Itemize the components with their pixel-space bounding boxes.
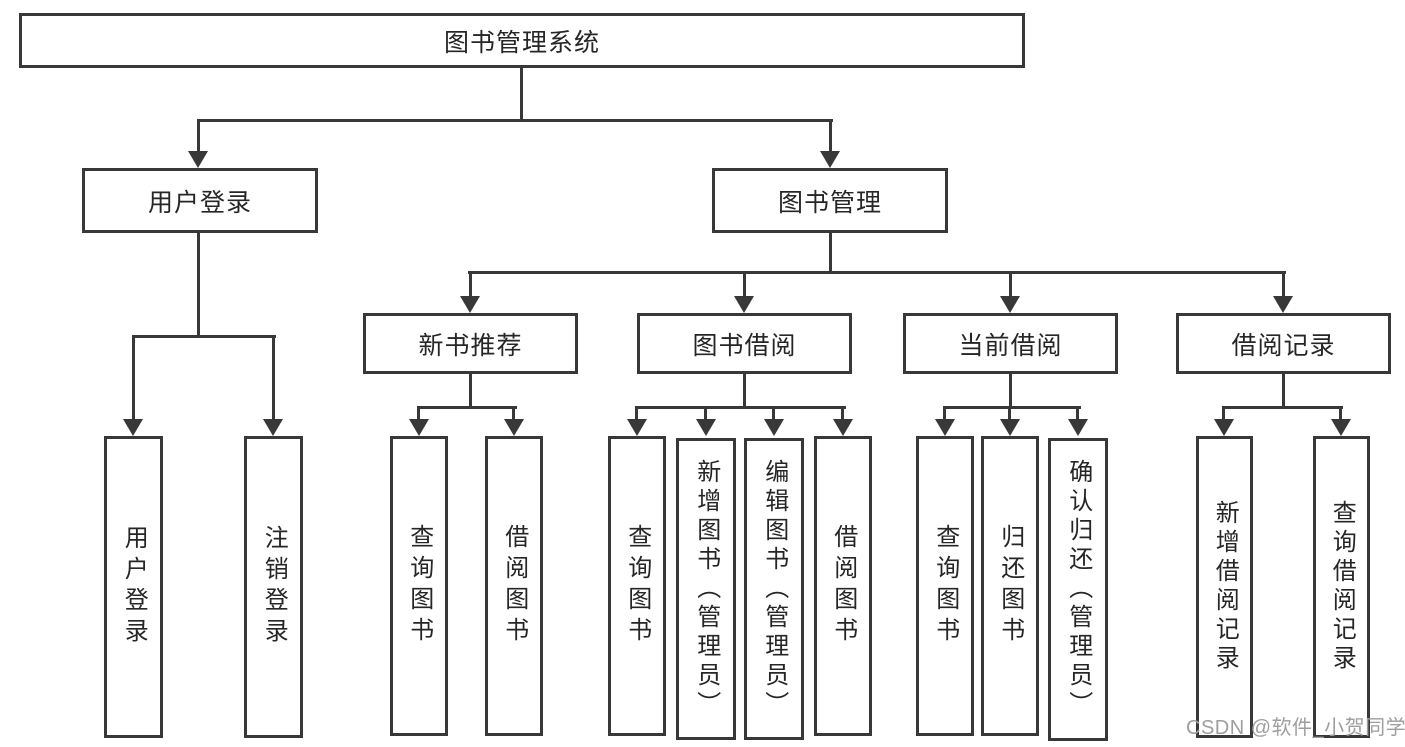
connector-line (1282, 271, 1285, 298)
connector-line (1076, 406, 1079, 422)
node-label: 用户登录 (147, 188, 252, 217)
connector-line (704, 406, 707, 422)
node-label: 确认归还（管理员） (1064, 459, 1092, 720)
connector-line (829, 233, 832, 273)
connector-line (1339, 406, 1342, 422)
connector-line (841, 406, 844, 422)
node-label: 新增图书（管理员） (692, 458, 720, 720)
node-user-login: 用户登录 (82, 168, 318, 233)
node-new-book-recommendation: 新书推荐 (363, 313, 578, 374)
node-label: 借阅记录 (1231, 331, 1336, 360)
arrow-down-icon (627, 419, 647, 436)
arrow-down-icon (764, 419, 784, 436)
node-label: 当前借阅 (958, 331, 1063, 360)
leaf-query-books-borrowing: 查询图书 (608, 436, 666, 736)
arrow-down-icon (188, 151, 208, 168)
node-label: 借阅图书 (500, 524, 528, 648)
connector-line (829, 119, 832, 153)
leaf-add-borrow-record: 新增借阅记录 (1196, 436, 1253, 738)
arrow-down-icon (409, 419, 429, 436)
leaf-borrow-books-borrowing: 借阅图书 (814, 436, 872, 736)
connector-line (132, 335, 276, 338)
node-label: 查询借阅记录 (1328, 500, 1356, 674)
node-label: 注销登录 (260, 525, 288, 649)
node-label: 图书借阅 (692, 331, 797, 360)
leaf-query-books-recommend: 查询图书 (390, 436, 448, 736)
node-label: 查询图书 (931, 524, 959, 648)
arrow-down-icon (833, 419, 853, 436)
connector-line (1282, 374, 1285, 409)
connector-line (520, 68, 523, 121)
arrow-down-icon (263, 419, 283, 436)
connector-line (1009, 271, 1012, 298)
leaf-confirm-return-admin: 确认归还（管理员） (1048, 438, 1108, 741)
arrow-down-icon (1000, 296, 1020, 313)
connector-line (197, 119, 200, 153)
node-library-management-system: 图书管理系统 (19, 13, 1025, 68)
connector-line (197, 233, 200, 338)
arrow-down-icon (1331, 419, 1351, 436)
node-label: 编辑图书（管理员） (760, 458, 788, 720)
connector-line (1008, 406, 1011, 422)
leaf-query-books-current: 查询图书 (916, 436, 974, 736)
leaf-return-books: 归还图书 (981, 436, 1039, 736)
arrow-down-icon (460, 296, 480, 313)
connector-line (635, 406, 846, 409)
connector-line (417, 406, 517, 409)
node-book-borrowing: 图书借阅 (637, 313, 852, 374)
node-label: 借阅图书 (829, 524, 857, 648)
connector-line (132, 335, 135, 421)
connector-line (943, 406, 946, 422)
connector-line (469, 374, 472, 409)
arrow-down-icon (1273, 296, 1293, 313)
arrow-down-icon (1214, 419, 1234, 436)
connector-line (1222, 406, 1343, 409)
connector-line (469, 271, 472, 298)
arrow-down-icon (504, 419, 524, 436)
connector-line (635, 406, 638, 422)
connector-line (743, 271, 746, 298)
node-label: 归还图书 (996, 524, 1024, 648)
arrow-down-icon (696, 419, 716, 436)
node-label: 用户登录 (120, 525, 148, 649)
leaf-borrow-books-recommend: 借阅图书 (485, 436, 543, 736)
connector-line (468, 271, 1286, 274)
connector-line (417, 406, 420, 422)
connector-line (197, 119, 833, 122)
connector-line (1009, 374, 1012, 409)
connector-line (272, 335, 275, 421)
connector-line (512, 406, 515, 422)
arrow-down-icon (820, 151, 840, 168)
node-label: 新增借阅记录 (1211, 500, 1239, 674)
connector-line (772, 406, 775, 422)
node-label: 查询图书 (623, 524, 651, 648)
arrow-down-icon (1068, 419, 1088, 436)
arrow-down-icon (1000, 419, 1020, 436)
node-label: 新书推荐 (418, 331, 523, 360)
csdn-watermark: CSDN @软件_小贺同学 (1186, 717, 1405, 739)
leaf-query-borrow-record: 查询借阅记录 (1313, 436, 1370, 738)
leaf-add-books-admin: 新增图书（管理员） (676, 438, 736, 740)
leaf-logout: 注销登录 (244, 436, 303, 738)
connector-line (943, 406, 1081, 409)
node-book-management: 图书管理 (712, 168, 948, 233)
arrow-down-icon (935, 419, 955, 436)
leaf-edit-books-admin: 编辑图书（管理员） (744, 438, 804, 740)
node-borrowing-records: 借阅记录 (1176, 313, 1391, 374)
connector-line (1222, 406, 1225, 422)
node-current-borrowing: 当前借阅 (903, 313, 1118, 374)
arrow-down-icon (123, 419, 143, 436)
node-label: 图书管理系统 (443, 28, 600, 57)
arrow-down-icon (734, 296, 754, 313)
leaf-user-login: 用户登录 (104, 436, 163, 738)
node-label: 查询图书 (405, 524, 433, 648)
node-label: 图书管理 (777, 188, 882, 217)
connector-line (743, 374, 746, 409)
